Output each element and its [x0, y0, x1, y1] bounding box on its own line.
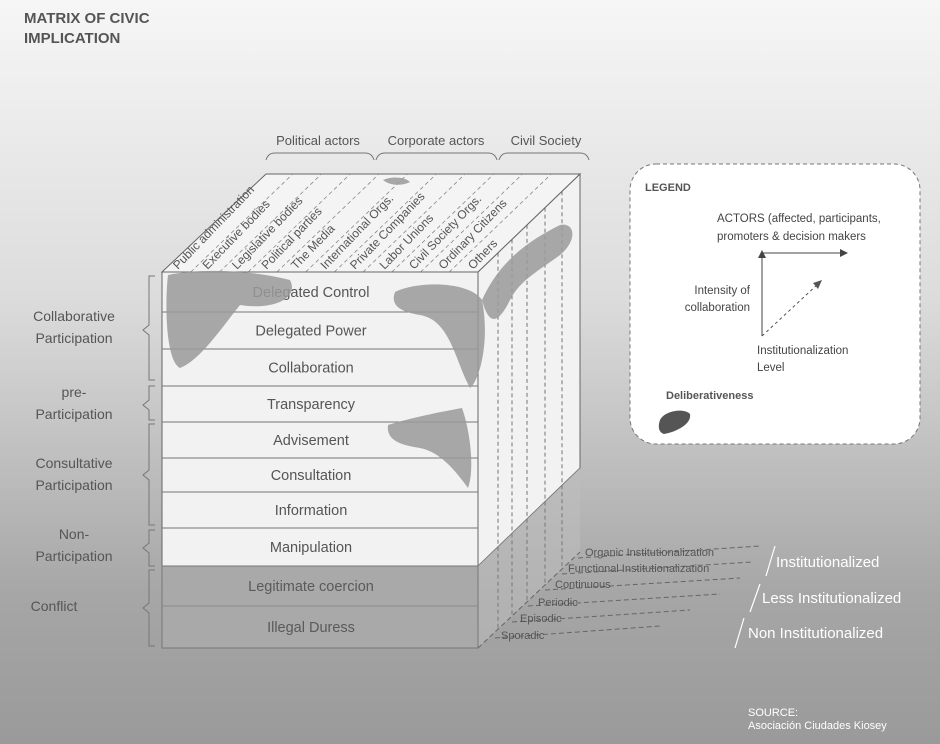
legend-actors-1: ACTORS (affected, participants,: [717, 213, 881, 225]
legend-intensity-2: collaboration: [685, 302, 750, 314]
depth-label: Organic Institutionalization: [585, 547, 714, 559]
source-note: SOURCE: Asociación Ciudades Kiosey: [748, 707, 887, 733]
legend-deliberativeness-label: Deliberativeness: [666, 390, 753, 402]
level-label: Legitimate coercion: [248, 579, 374, 595]
depth-label: Continuous: [555, 579, 611, 591]
category-non-2: Participation: [35, 548, 112, 564]
category-collaborative-1: Collaborative: [33, 308, 115, 324]
inst-non: Non Institutionalized: [748, 625, 883, 642]
blob-center: [393, 284, 485, 388]
category-consultative-2: Participation: [35, 477, 112, 493]
group-braces: [265, 152, 590, 161]
level-label: Manipulation: [270, 540, 352, 556]
source-label: SOURCE:: [748, 707, 799, 719]
blob-side-top: [482, 224, 573, 319]
level-label: Information: [275, 503, 348, 519]
group-civil-label: Civil Society: [511, 133, 582, 148]
category-conflict: Conflict: [31, 598, 78, 614]
level-label: Transparency: [267, 397, 356, 413]
legend-box: LEGEND ACTORS (affected, participants, p…: [629, 163, 921, 445]
legend-inst-1: Institutionalization: [757, 345, 848, 357]
legend-arrow-up: [758, 250, 766, 258]
category-labels: Collaborative Participation pre- Partici…: [31, 308, 115, 614]
blob-top: [383, 177, 410, 185]
category-pre-2: Participation: [35, 406, 112, 422]
top-dashed-lines: [190, 173, 552, 273]
legend-intensity-1: Intensity of: [694, 285, 750, 297]
cube-front-lower: [161, 565, 479, 649]
cube-side-lower: [478, 468, 580, 648]
page-title: MATRIX OF CIVIC IMPLICATION: [24, 10, 150, 47]
legend-inst-2: Level: [757, 362, 785, 374]
source-text: Asociación Ciudades Kiosey: [748, 720, 887, 732]
legend-title: LEGEND: [645, 182, 691, 194]
legend-actors-2: promoters & decision makers: [717, 231, 866, 243]
blob-advisement: [387, 408, 472, 488]
legend-arrow-right: [840, 249, 848, 257]
category-pre-1: pre-: [62, 384, 87, 400]
legend-diagonal-axis: [761, 283, 819, 337]
inst-slashes: [734, 545, 776, 649]
level-label: Delegated Power: [255, 324, 366, 340]
inst-less: Less Institutionalized: [762, 590, 901, 607]
depth-label: Periodic: [538, 597, 578, 609]
inst-institutionalized: Institutionalized: [776, 554, 879, 571]
group-political-label: Political actors: [276, 133, 360, 148]
category-consultative-1: Consultative: [35, 455, 112, 471]
deliberativeness-blobs: [166, 177, 573, 488]
legend-arrow-diagonal: [813, 280, 822, 289]
group-corporate-label: Corporate actors: [388, 133, 485, 148]
depth-label: Sporadic: [501, 630, 545, 642]
level-label: Advisement: [273, 433, 349, 449]
level-label: Consultation: [271, 468, 352, 484]
depth-label: Functional Institutionalization: [568, 563, 709, 575]
depth-label: Episodic: [520, 613, 562, 625]
category-collaborative-2: Participation: [35, 330, 112, 346]
category-non-1: Non-: [59, 526, 90, 542]
deliberativeness-blob-icon: [658, 410, 691, 434]
depth-lines: [477, 545, 761, 649]
level-label: Illegal Duress: [267, 620, 355, 636]
blob-left: [166, 270, 292, 368]
category-braces: [142, 275, 155, 647]
level-label: Collaboration: [268, 361, 353, 377]
